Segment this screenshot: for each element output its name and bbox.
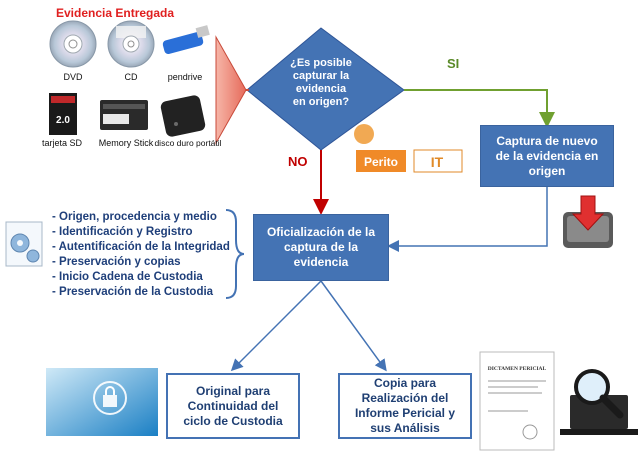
yes-label: SI bbox=[447, 56, 460, 71]
hard-disk-download-icon bbox=[563, 195, 613, 248]
sd-card-icon: 2.0 bbox=[49, 93, 77, 135]
cyber-security-image bbox=[46, 368, 158, 436]
list-item-custody-start: - Inicio Cadena de Custodia bbox=[52, 271, 203, 283]
pendrive-icon bbox=[162, 25, 210, 55]
magnifier-search-icon bbox=[560, 369, 638, 435]
memory-stick-icon bbox=[100, 100, 148, 130]
svg-text:2.0: 2.0 bbox=[56, 115, 70, 126]
list-item-preservation: - Preservación y copias bbox=[52, 256, 181, 268]
original-arrow bbox=[230, 280, 322, 372]
decision-text: ¿Es posible capturar la evidencia en ori… bbox=[276, 57, 366, 109]
list-brace bbox=[225, 209, 245, 299]
recapture-arrow bbox=[387, 187, 548, 252]
cd-label: CD bbox=[124, 72, 138, 82]
yes-arrow bbox=[404, 89, 555, 128]
memory-stick-label: Memory Stick bbox=[98, 138, 154, 148]
copy-box: Copia para Realización del Informe Peric… bbox=[338, 373, 472, 439]
list-item-identification: - Identificación y Registro bbox=[52, 226, 193, 238]
decision-line-1: ¿Es posible bbox=[290, 57, 352, 69]
portable-hdd-icon bbox=[160, 95, 206, 137]
recapture-box: Captura de nuevo de la evidencia en orig… bbox=[480, 125, 614, 187]
perito-it-logo: Perito IT bbox=[354, 124, 463, 173]
no-label: NO bbox=[288, 154, 308, 169]
pendrive-label: pendrive bbox=[167, 72, 203, 82]
original-box: Original para Continuidad del ciclo de C… bbox=[166, 373, 300, 439]
portable-hdd-label: disco duro portátil bbox=[154, 138, 222, 148]
list-item-custody-preservation: - Preservación de la Custodia bbox=[52, 286, 214, 298]
dvd-label: DVD bbox=[63, 72, 83, 82]
list-item-authentication: - Autentificación de la Integridad bbox=[52, 241, 230, 253]
dvd-icon bbox=[49, 20, 97, 68]
decision-line-2: capturar la bbox=[292, 70, 350, 82]
decision-line-3: evidencia bbox=[295, 83, 347, 95]
decision-line-4: en origen? bbox=[292, 96, 350, 108]
list-item-origin: - Origen, procedencia y medio bbox=[52, 211, 217, 223]
cd-icon bbox=[107, 20, 155, 68]
officialization-box: Oficialización de la captura de la evide… bbox=[253, 214, 389, 281]
sd-card-label: tarjeta SD bbox=[41, 138, 83, 148]
gears-document-icon bbox=[5, 221, 43, 267]
copy-arrow bbox=[320, 280, 387, 372]
funnel-triangle-shape bbox=[215, 35, 247, 145]
report-title-text: DICTAMEN PERICIAL bbox=[488, 366, 547, 372]
svg-text:IT: IT bbox=[431, 154, 444, 170]
expert-report-document-icon: DICTAMEN PERICIAL bbox=[479, 351, 555, 451]
perito-logo-text: Perito bbox=[364, 155, 398, 169]
evidence-title: Evidencia Entregada bbox=[56, 6, 175, 20]
